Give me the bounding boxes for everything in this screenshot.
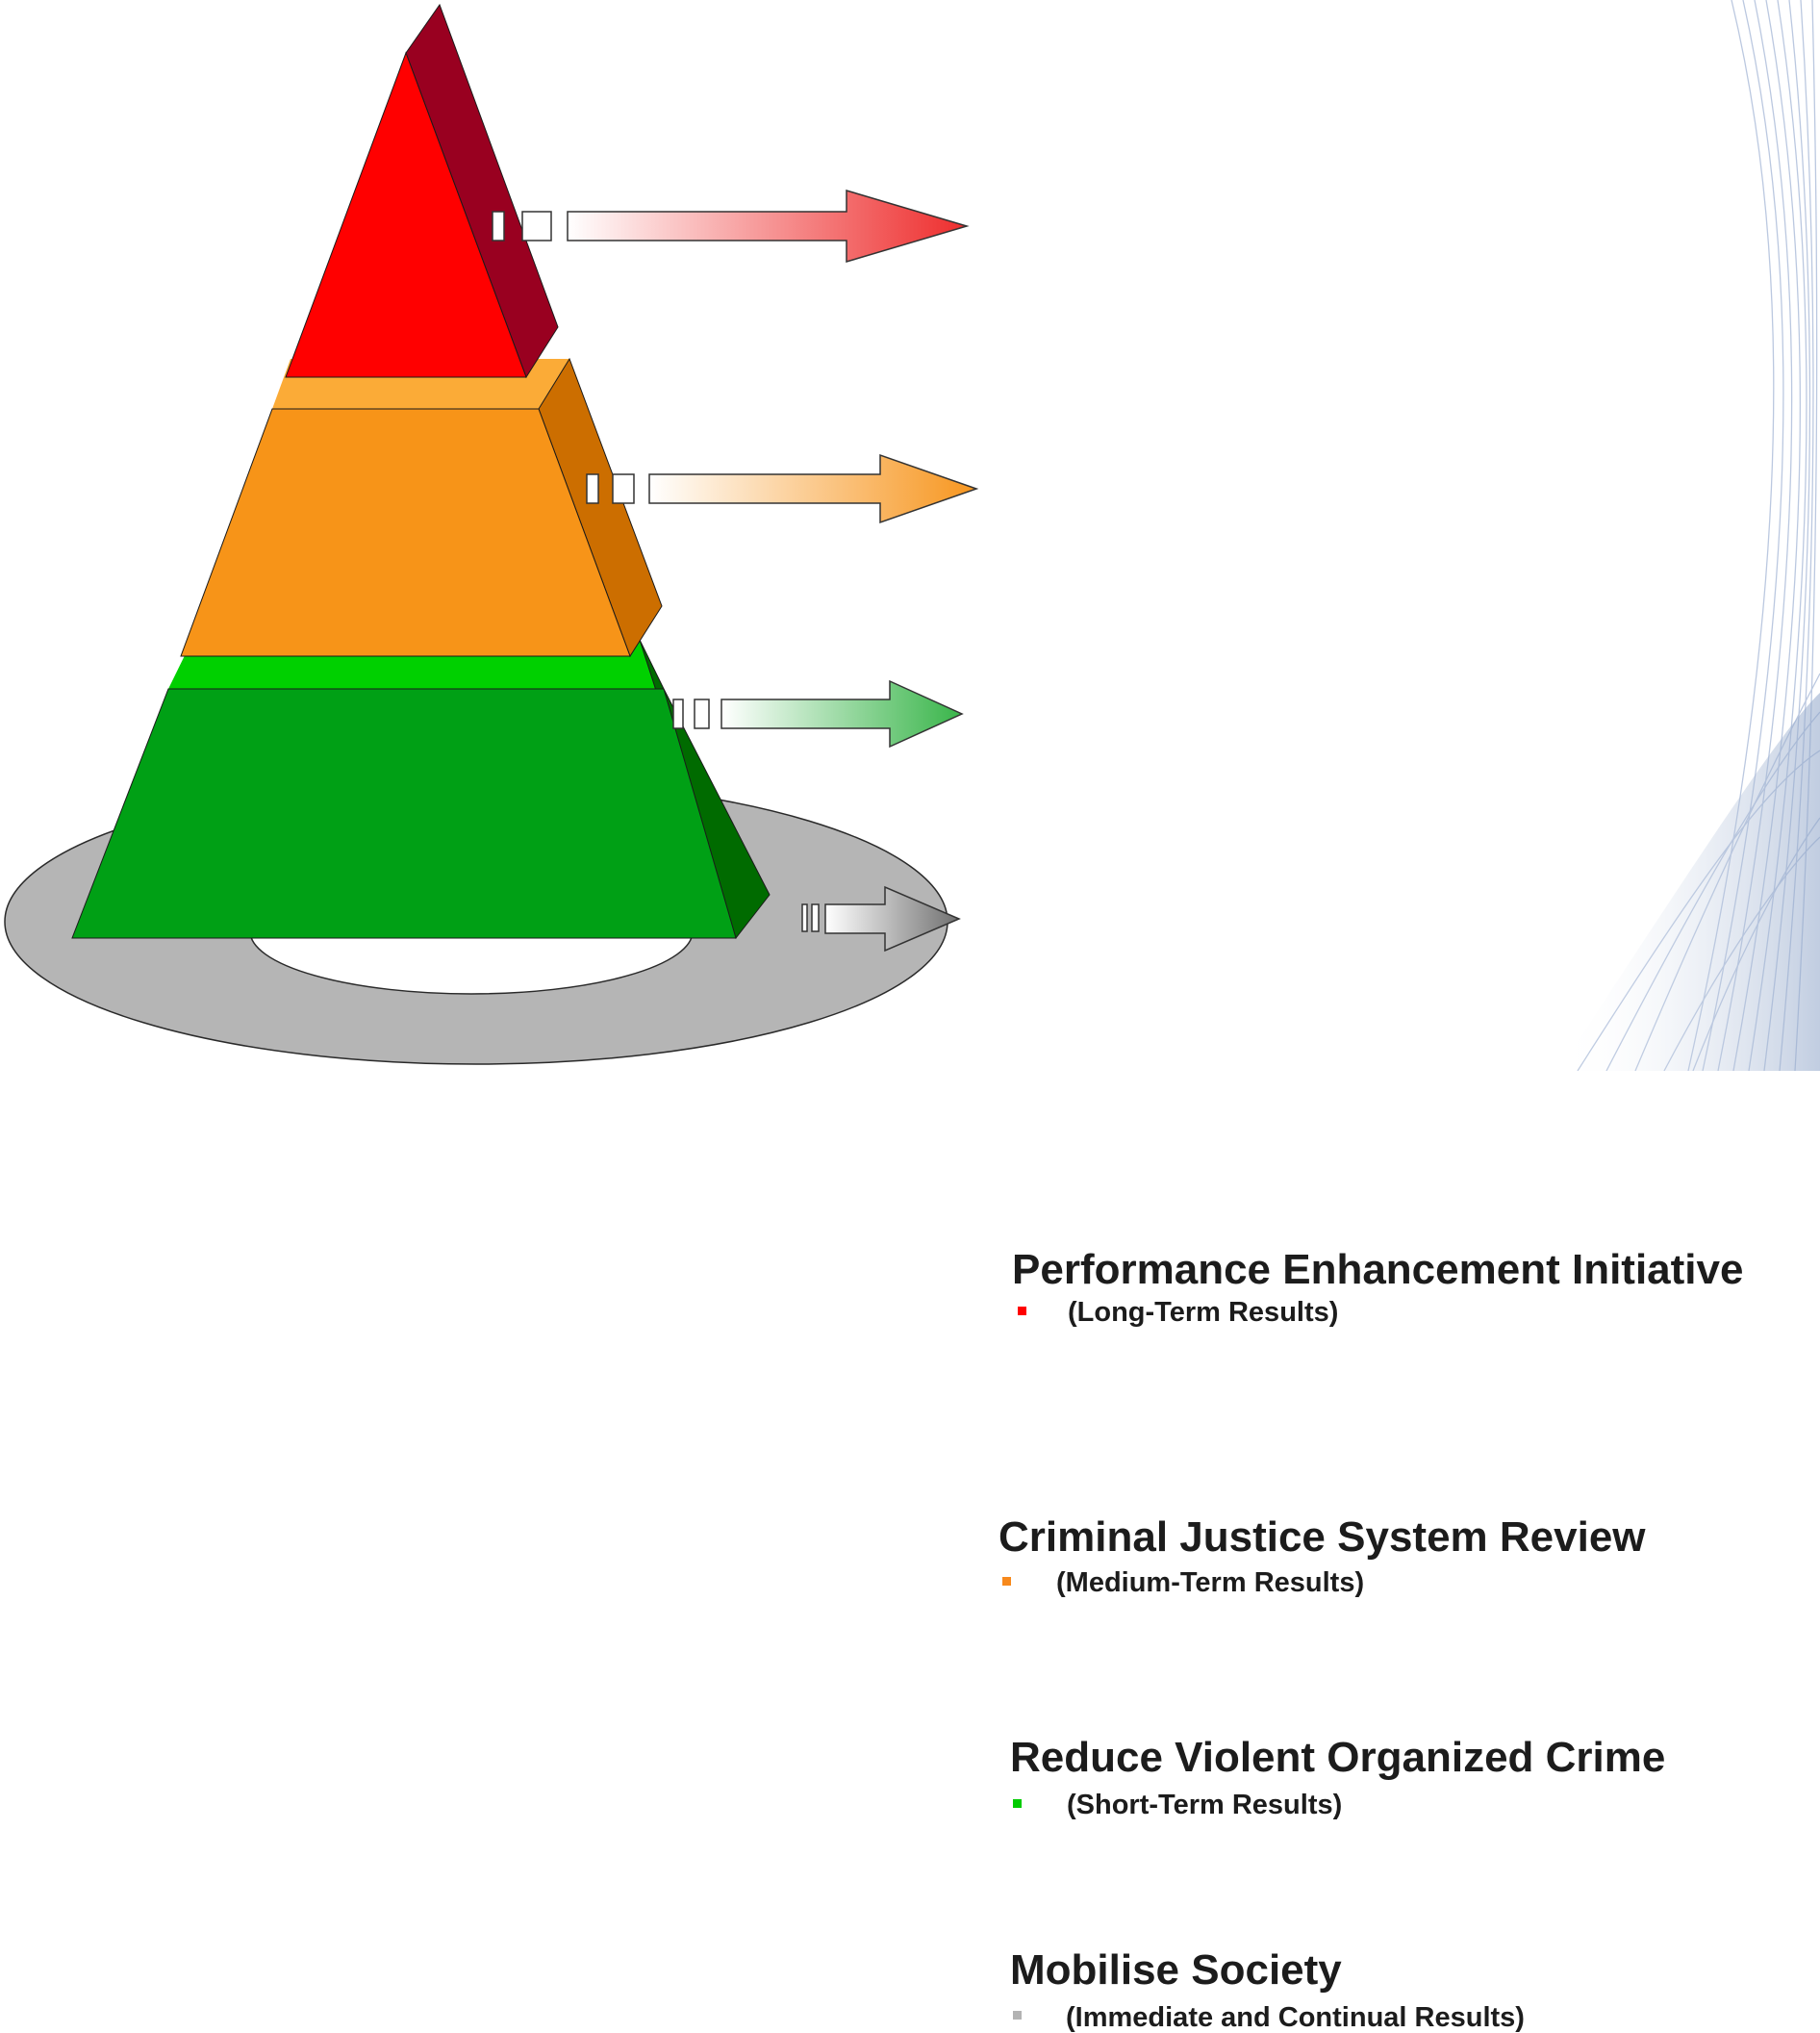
tier-front-face — [180, 408, 631, 657]
bullet-upper-middle — [1002, 1577, 1011, 1586]
pyramid-tier-upper-middle — [180, 357, 663, 658]
tier-title-upper-middle: Criminal Justice System Review — [998, 1513, 1646, 1561]
pyramid-tier-top — [285, 3, 559, 379]
tier-title-lower-middle: Reduce Violent Organized Crime — [1010, 1734, 1666, 1781]
arrow-lower-middle — [672, 679, 964, 749]
tier-title-base: Mobilise Society — [1010, 1946, 1342, 1994]
bullet-top — [1018, 1307, 1026, 1315]
pyramid-tier-lower-middle — [71, 639, 771, 940]
diagram-canvas — [4, 0, 1820, 1072]
bullet-base — [1013, 2011, 1022, 2020]
arrow-base — [801, 885, 961, 953]
tier-title-top: Performance Enhancement Initiative — [1012, 1246, 1744, 1293]
bullet-lower-middle — [1013, 1799, 1022, 1808]
arrow-upper-middle — [586, 453, 979, 524]
swoosh-shade — [1558, 693, 1820, 1071]
arrow-top — [492, 189, 970, 264]
tier-front-face — [71, 688, 737, 939]
tier-subtitle-lower-middle: (Short-Term Results) — [1067, 1790, 1343, 1820]
pyramid-diagram: Performance Enhancement Initiative (Long… — [4, 0, 1820, 2032]
tier-subtitle-upper-middle: (Medium-Term Results) — [1056, 1567, 1365, 1598]
tier-subtitle-top: (Long-Term Results) — [1068, 1297, 1339, 1328]
tier-front-face — [285, 51, 527, 378]
tier-subtitle-base: (Immediate and Continual Results) — [1066, 2002, 1525, 2033]
